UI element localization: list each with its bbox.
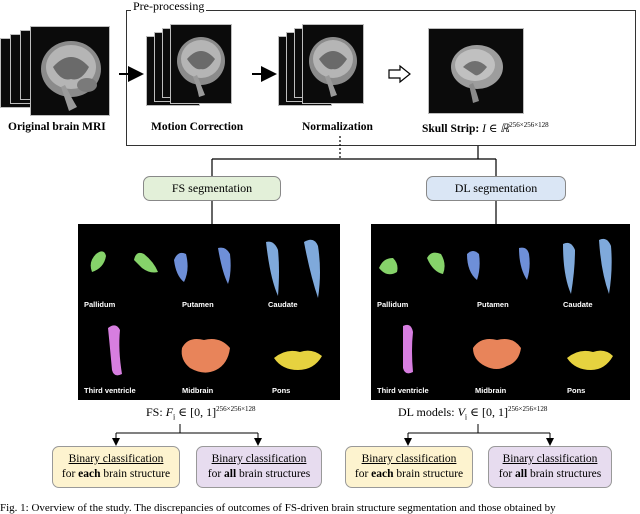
fs-all-classification-box: Binary classification for all brain stru… xyxy=(196,446,322,488)
fs-segmentation-box: FS segmentation xyxy=(143,176,281,201)
dl-each-classification-box: Binary classification for each brain str… xyxy=(345,446,473,488)
pons-shape xyxy=(274,350,322,370)
motion-correction-caption: Motion Correction xyxy=(151,121,244,133)
label-putamen: Putamen xyxy=(477,300,509,309)
pallidum-shape xyxy=(379,258,398,275)
caudate-shape xyxy=(304,239,320,298)
fs-segmentation-panel: Pallidum Putamen Caudate Third ventricle… xyxy=(78,224,340,400)
pallidum-shape xyxy=(134,252,158,273)
label-pallidum: Pallidum xyxy=(84,300,116,309)
mri-slice-image xyxy=(41,41,101,111)
third-ventricle-shape xyxy=(108,325,122,376)
putamen-shape xyxy=(467,251,480,280)
preprocessing-title: Pre-processing xyxy=(131,0,207,14)
pons-shape xyxy=(567,350,613,370)
skull-strip-image xyxy=(428,28,524,114)
fs-formula: FS: Fi ∈ [0, 1]256×256×128 xyxy=(146,405,256,422)
putamen-shape xyxy=(519,247,530,280)
label-third-ventricle: Third ventricle xyxy=(84,386,136,395)
putamen-shape xyxy=(218,247,231,284)
label-pons: Pons xyxy=(567,386,586,395)
figure-caption: Fig. 1: Overview of the study. The discr… xyxy=(0,502,556,514)
third-ventricle-shape xyxy=(403,324,413,374)
caudate-shape xyxy=(599,238,612,294)
midbrain-shape xyxy=(473,339,521,369)
label-midbrain: Midbrain xyxy=(182,386,214,395)
label-third-ventricle: Third ventricle xyxy=(377,386,429,395)
label-pons: Pons xyxy=(272,386,291,395)
dl-structures-render xyxy=(379,238,613,374)
label-putamen: Putamen xyxy=(182,300,214,309)
fs-structures-render xyxy=(90,239,322,376)
preprocessing-frame xyxy=(126,10,636,146)
mri-slice-image xyxy=(177,37,225,97)
dl-all-classification-box: Binary classification for all brain stru… xyxy=(488,446,612,488)
caudate-shape xyxy=(266,241,279,296)
pallidum-shape xyxy=(427,252,445,274)
fs-each-classification-box: Binary classification for each brain str… xyxy=(52,446,180,488)
dl-segmentation-panel: Pallidum Putamen Caudate Third ventricle… xyxy=(371,224,630,400)
putamen-shape xyxy=(174,252,188,282)
caudate-shape xyxy=(563,242,575,294)
label-pallidum: Pallidum xyxy=(377,300,409,309)
label-midbrain: Midbrain xyxy=(475,386,507,395)
pallidum-shape xyxy=(90,251,106,272)
mri-slice-image xyxy=(309,37,357,97)
label-caudate: Caudate xyxy=(563,300,593,309)
skull-strip-caption: Skull Strip: I ∈ ℝ256×256×128 xyxy=(422,121,549,135)
original-mri-caption: Original brain MRI xyxy=(8,121,106,133)
midbrain-shape xyxy=(181,339,230,373)
normalization-caption: Normalization xyxy=(302,121,373,133)
dl-formula: DL models: Vi ∈ [0, 1]256×256×128 xyxy=(398,405,548,422)
dl-segmentation-box: DL segmentation xyxy=(426,176,566,201)
label-caudate: Caudate xyxy=(268,300,298,309)
